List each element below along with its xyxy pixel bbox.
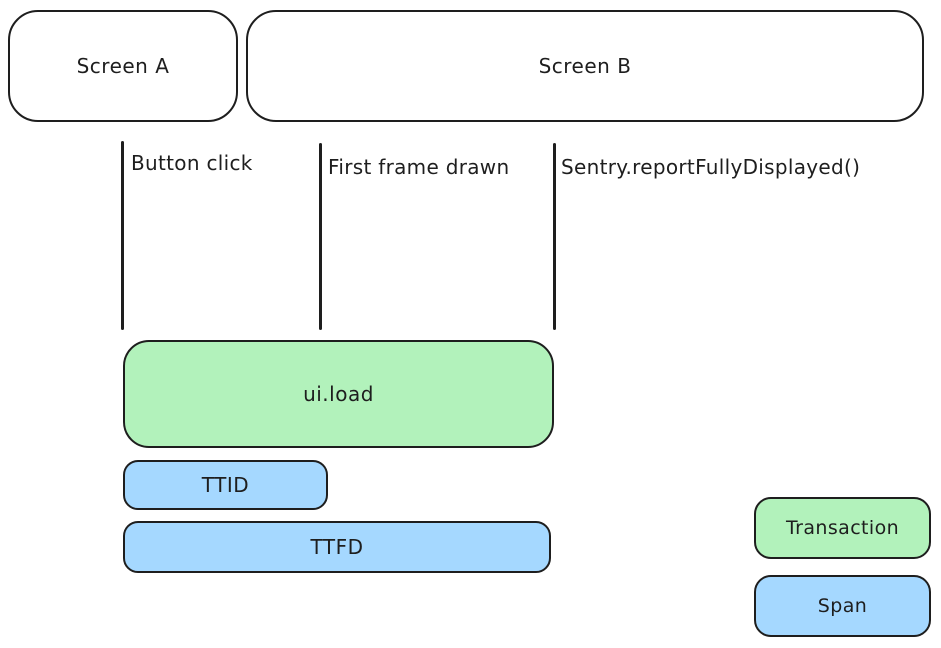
- legend-span-box: Span: [754, 575, 931, 637]
- ui-load-transaction-bar: ui.load: [123, 340, 554, 448]
- ttfd-span-bar: TTFD: [123, 521, 551, 573]
- report-fully-displayed-label: Sentry.reportFullyDisplayed(): [561, 155, 861, 179]
- button-click-label: Button click: [131, 151, 253, 175]
- screen-a-label: Screen A: [76, 54, 170, 78]
- first-frame-drawn-marker-line: [319, 143, 322, 330]
- button-click-marker-line: [121, 141, 124, 330]
- ui-load-label: ui.load: [303, 382, 374, 406]
- screen-a-box: Screen A: [8, 10, 238, 122]
- ttid-span-bar: TTID: [123, 460, 328, 510]
- ttfd-label: TTFD: [310, 535, 364, 559]
- screen-b-box: Screen B: [246, 10, 924, 122]
- legend-transaction-box: Transaction: [754, 497, 931, 559]
- legend-transaction-label: Transaction: [785, 517, 900, 539]
- ttid-label: TTID: [201, 473, 250, 497]
- report-fully-displayed-marker-line: [553, 143, 556, 330]
- first-frame-drawn-label: First frame drawn: [328, 155, 510, 179]
- legend-span-label: Span: [817, 595, 868, 617]
- screen-b-label: Screen B: [538, 54, 632, 78]
